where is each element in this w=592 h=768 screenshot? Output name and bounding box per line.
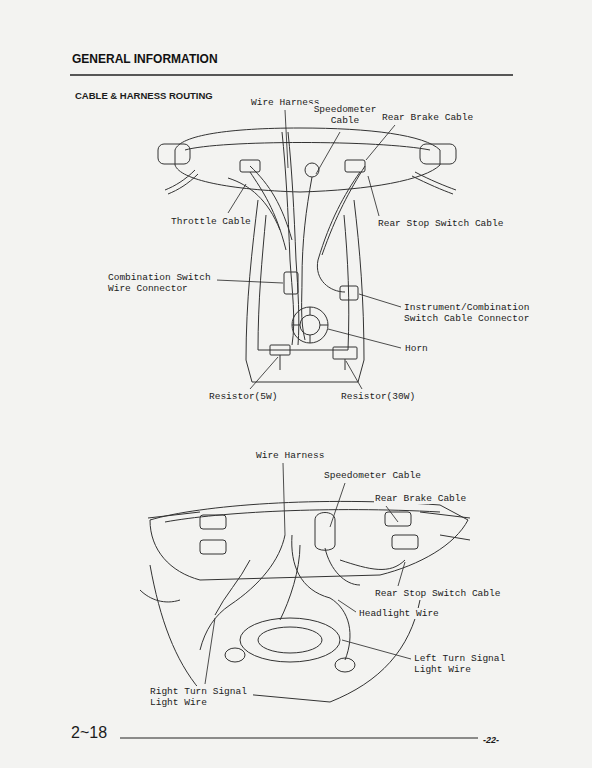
callout-label: Headlight Wire [358,608,440,619]
callout-label: Resistor(30W) [340,391,416,402]
cable-bundle-stroke [317,172,360,292]
handlebar-front-view-stroke [315,513,335,551]
cable-bundle [228,132,365,345]
handlebar-top-view [158,128,456,194]
wire-runs-stroke [292,535,350,660]
wire-runs-stroke [280,545,300,620]
wire-runs-stroke [200,535,285,650]
page-rules [70,75,513,738]
handlebar-top-view-stroke [305,163,319,177]
leader-lines-stroke [338,600,356,612]
handlebar-front-view-stroke [150,501,468,580]
wire-runs-stroke [325,548,360,585]
callout-label: Left Turn Signal Light Wire [413,653,513,675]
section-heading: CABLE & HARNESS ROUTING [74,90,214,101]
handlebar-top-view-stroke [165,170,195,190]
handlebar-front-view-stroke [165,510,440,522]
callout-label: Instrument/Combination Switch Cable Conn… [403,302,537,324]
page-rules-stroke [120,738,478,739]
callout-label: Rear Brake Cable [381,112,474,123]
front-panel-stroke [140,590,180,602]
connectors-and-horn-stroke [333,347,357,359]
connectors-and-horn-stroke [300,315,320,335]
handlebar-front-view-stroke [440,535,470,540]
handlebar-front-view-stroke [420,512,470,518]
handlebar-top-view-stroke [185,143,430,151]
handlebar-top-view-stroke [412,176,453,194]
connectors-and-horn-stroke [280,355,345,370]
handlebar-top-view-stroke [158,144,190,164]
handlebar-front-view-stroke [385,512,411,526]
leader-lines-stroke [205,618,215,684]
handlebar-top-view-stroke [168,174,198,194]
handlebar-front-view-stroke [200,540,226,554]
leader-lines-stroke [342,640,411,659]
cable-bundle-stroke [250,172,286,250]
cable-bundle-stroke [250,166,292,240]
callout-label: Rear Stop Switch Cable [377,218,504,229]
handlebar-front-view-stroke [148,512,200,518]
leader-lines-stroke [398,562,405,586]
connectors-and-horn-stroke [292,307,328,343]
callout-label: Combination Switch Wire Connector [107,272,217,294]
wire-runs-stroke [215,560,250,615]
connectors-and-horn-stroke [340,286,358,300]
callout-label: Right Turn Signal Light Wire [149,686,253,708]
leader-lines-stroke [283,463,285,535]
connectors-and-horn-stroke [284,272,298,294]
leader-lines-stroke [285,110,288,168]
wire-runs-stroke [340,560,405,569]
front-panel-stroke [335,658,355,672]
front-panel-stroke [258,627,322,653]
handlebar-top-view-stroke [175,128,440,192]
leader-lines-stroke [386,506,398,522]
front-panel-stroke [240,618,340,662]
front-panel [140,565,420,702]
handlebar-top-view-stroke [420,144,456,164]
callout-label: Throttle Cable [170,216,252,227]
callout-label: Rear Stop Switch Cable [374,588,501,599]
handlebar-front-view [148,501,470,580]
leader-lines-stroke [359,294,401,307]
leader-lines-stroke [250,357,278,389]
callout-label: Wire Harness [255,450,325,461]
leader-lines-stroke [368,176,379,216]
callout-label: Speedometer Cable [323,470,422,481]
callout-label: Resistor(5W) [208,391,278,402]
connectors-and-horn [270,272,358,370]
handlebar-front-view-stroke [200,515,226,529]
page-rules-stroke [70,74,513,76]
leader-lines-stroke [328,329,401,348]
leader-lines-stroke [346,361,362,389]
front-panel-stroke [225,648,245,662]
leader-lines-stroke [330,483,345,527]
callout-label: Speedometer Cable [309,104,381,126]
connectors-and-horn-stroke [270,345,290,355]
callout-label: Horn [404,343,429,354]
leader-lines-stroke [216,280,283,283]
leader-lines-stroke [366,125,395,160]
leader-lines-stroke [228,184,246,213]
front-panel-stroke [150,565,420,702]
page-number: 2~18 [70,724,108,742]
connectors-and-horn-stroke [292,307,328,343]
handlebar-front-view-stroke [392,535,418,549]
callout-label: Rear Brake Cable [374,493,467,504]
cable-bundle-stroke [322,166,365,255]
leader-lines-stroke [316,132,340,174]
page-heading: GENERAL INFORMATION [72,52,218,66]
sheet-number: -22- [482,735,500,746]
